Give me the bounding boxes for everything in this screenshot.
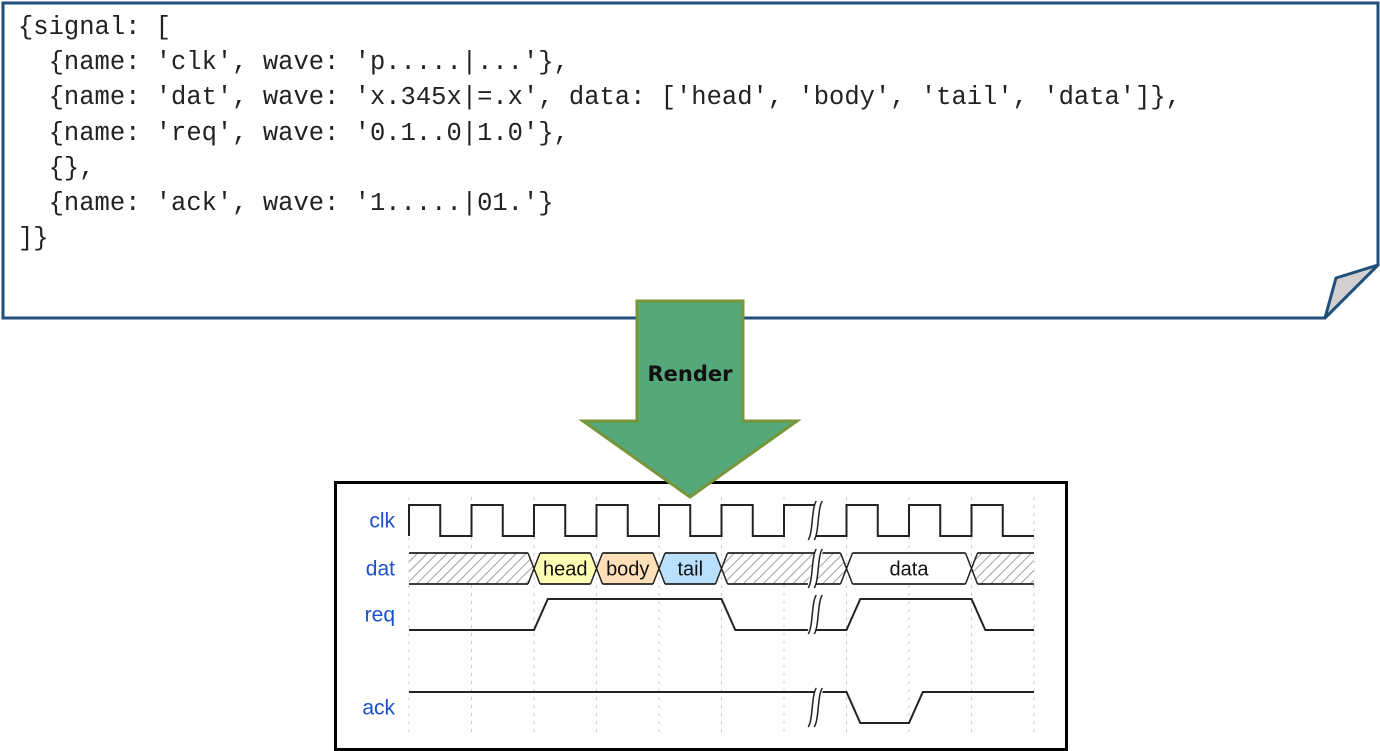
signal-label-req: req — [365, 604, 395, 627]
undefined-segment — [971, 553, 1034, 584]
wavejson-source-code: {signal: [ {name: 'clk', wave: 'p.....|.… — [18, 10, 1181, 256]
code-line: {}, — [18, 153, 95, 183]
gap-marker-icon — [807, 548, 823, 589]
data-segment — [534, 553, 597, 584]
signal-label-ack: ack — [362, 697, 395, 720]
signal-waves: head body tail data — [408, 504, 1034, 724]
waveform-render-box — [334, 481, 1068, 751]
code-line: {name: 'dat', wave: 'x.345x|=.x', data: … — [18, 83, 1181, 113]
code-line: {name: 'req', wave: '0.1..0|1.0'}, — [18, 118, 569, 148]
code-line: ]} — [18, 224, 49, 254]
bus-edge — [852, 552, 966, 585]
gap-marker-icon — [807, 594, 823, 635]
code-line: {name: 'clk', wave: 'p.....|...'}, — [18, 48, 569, 78]
render-label: Render — [647, 362, 733, 386]
signal-label-dat: dat — [366, 558, 395, 581]
bus-transition — [964, 552, 979, 585]
req-wave — [409, 598, 1034, 631]
clock-wave — [408, 504, 1034, 537]
data-label-head: head — [543, 559, 588, 581]
gap-marker-icon — [807, 687, 823, 728]
bus-edge — [540, 552, 591, 585]
ack-wave — [409, 691, 1034, 724]
bus-edge — [409, 552, 528, 585]
gap-marker-icon — [807, 500, 823, 541]
bus-edge — [602, 552, 653, 585]
gap-markers — [807, 500, 824, 728]
bus-transition — [714, 552, 729, 585]
bus-edge — [665, 552, 716, 585]
data-label-data: data — [890, 559, 930, 581]
data-label-tail: tail — [677, 559, 703, 581]
data-label-body: body — [606, 559, 649, 581]
source-note — [1, 1, 1380, 320]
bus-transition — [589, 552, 604, 585]
signal-labels: clk dat req ack — [362, 510, 395, 720]
data-segment — [846, 553, 972, 584]
code-line: {signal: [ — [18, 13, 172, 42]
code-line: {name: 'ack', wave: '1.....|01.'} — [18, 189, 554, 219]
data-segment — [659, 553, 722, 584]
bus-transition — [527, 552, 541, 585]
bus-transition — [839, 552, 854, 585]
bus-transition — [652, 552, 666, 585]
note-fold-corner — [1323, 263, 1380, 320]
data-segment — [596, 553, 659, 584]
undefined-segment — [721, 553, 847, 584]
bus-edge — [977, 552, 1034, 585]
signal-label-clk: clk — [369, 510, 395, 533]
undefined-segment — [409, 553, 534, 584]
